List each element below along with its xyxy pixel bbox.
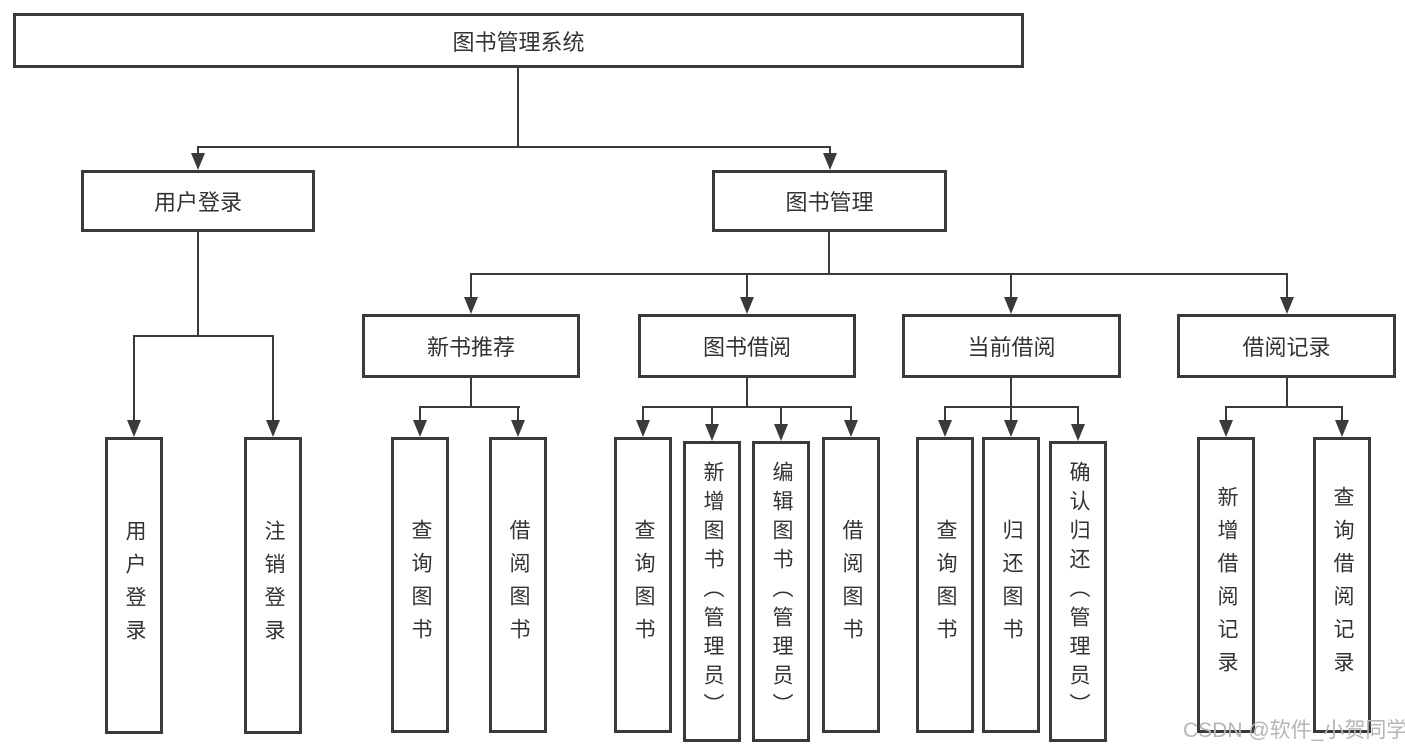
connector-vline: [1341, 406, 1343, 428]
node-label: 当前借阅: [967, 335, 1056, 360]
node-library-management-system: 图书管理系统: [13, 13, 1024, 68]
leaf-label: 借阅图书: [840, 519, 863, 651]
node-label: 新书推荐: [426, 335, 515, 360]
arrowhead-icon: [511, 420, 525, 437]
connector-vline: [517, 406, 519, 428]
leaf-label: 查询图书: [934, 519, 957, 651]
leaf-query-books: 查询图书: [391, 437, 449, 733]
connector-vline: [470, 273, 472, 305]
leaf-add-book-admin: 新增图书（管理员）: [683, 441, 741, 742]
connector-vline: [272, 335, 274, 427]
connector-hline: [197, 146, 831, 148]
leaf-return-books: 归还图书: [982, 437, 1040, 733]
node-borrow-records: 借阅记录: [1177, 314, 1396, 378]
arrowhead-icon: [1219, 420, 1233, 437]
arrowhead-icon: [774, 424, 788, 441]
node-label: 图书借阅: [702, 335, 791, 360]
leaf-query-books: 查询图书: [916, 437, 974, 733]
arrowhead-icon: [191, 153, 205, 170]
connector-vline: [1286, 378, 1288, 407]
connector-vline: [1225, 406, 1227, 428]
node-new-book-recommend: 新书推荐: [362, 314, 580, 378]
arrowhead-icon: [705, 424, 719, 441]
connector-hline: [642, 406, 852, 408]
connector-vline: [850, 406, 852, 428]
connector-vline: [780, 406, 782, 432]
node-label: 借阅记录: [1242, 335, 1331, 360]
arrowhead-icon: [1004, 297, 1018, 314]
connector-vline: [470, 378, 472, 407]
leaf-label: 归还图书: [1000, 519, 1023, 651]
connector-vline: [746, 378, 748, 407]
leaf-label: 查询借阅记录: [1331, 486, 1354, 684]
connector-vline: [828, 232, 830, 274]
connector-vline: [133, 335, 135, 427]
connector-hline: [419, 406, 520, 408]
connector-vline: [197, 232, 199, 336]
leaf-query-books: 查询图书: [614, 437, 672, 733]
connector-vline: [711, 406, 713, 432]
leaf-query-borrow-record: 查询借阅记录: [1313, 437, 1371, 733]
node-book-management: 图书管理: [712, 170, 947, 232]
connector-hline: [1225, 406, 1343, 408]
arrowhead-icon: [1335, 420, 1349, 437]
connector-vline: [1010, 273, 1012, 305]
connector-vline: [419, 406, 421, 428]
connector-vline: [517, 68, 519, 147]
arrowhead-icon: [1004, 420, 1018, 437]
node-user-login: 用户登录: [81, 170, 315, 232]
arrowhead-icon: [1071, 424, 1085, 441]
leaf-label: 查询图书: [632, 519, 655, 651]
node-current-borrow: 当前借阅: [902, 314, 1121, 378]
arrowhead-icon: [823, 153, 837, 170]
arrowhead-icon: [636, 420, 650, 437]
leaf-label: 注销登录: [262, 519, 285, 652]
leaf-borrow-books: 借阅图书: [489, 437, 547, 733]
connector-vline: [1286, 273, 1288, 305]
arrowhead-icon: [464, 297, 478, 314]
leaf-label: 用户登录: [123, 519, 146, 652]
leaf-borrow-books: 借阅图书: [822, 437, 880, 733]
leaf-logout: 注销登录: [244, 437, 302, 734]
leaf-label: 确认归还（管理员）: [1067, 461, 1090, 722]
arrowhead-icon: [1280, 297, 1294, 314]
node-label: 用户登录: [153, 190, 242, 215]
arrowhead-icon: [938, 420, 952, 437]
node-book-borrow: 图书借阅: [638, 314, 856, 378]
csdn-watermark: CSDN @软件_小贺同学: [1183, 719, 1405, 742]
connector-hline: [133, 335, 274, 337]
arrowhead-icon: [844, 420, 858, 437]
node-label: 图书管理: [785, 190, 874, 215]
leaf-label: 借阅图书: [507, 519, 530, 651]
leaf-user-login: 用户登录: [105, 437, 163, 734]
arrowhead-icon: [127, 420, 141, 437]
leaf-label: 新增借阅记录: [1215, 486, 1238, 684]
leaf-edit-book-admin: 编辑图书（管理员）: [752, 441, 810, 742]
arrowhead-icon: [740, 297, 754, 314]
connector-vline: [746, 273, 748, 305]
connector-hline: [470, 273, 1288, 275]
leaf-confirm-return-admin: 确认归还（管理员）: [1049, 441, 1107, 742]
leaf-add-borrow-record: 新增借阅记录: [1197, 437, 1255, 733]
arrowhead-icon: [413, 420, 427, 437]
node-label: 图书管理系统: [452, 29, 585, 55]
leaf-label: 新增图书（管理员）: [701, 461, 724, 722]
connector-vline: [1077, 406, 1079, 432]
connector-vline: [1010, 378, 1012, 407]
arrowhead-icon: [266, 420, 280, 437]
connector-vline: [642, 406, 644, 428]
connector-vline: [1010, 406, 1012, 428]
connector-vline: [944, 406, 946, 428]
leaf-label: 查询图书: [409, 519, 432, 651]
leaf-label: 编辑图书（管理员）: [770, 461, 793, 722]
